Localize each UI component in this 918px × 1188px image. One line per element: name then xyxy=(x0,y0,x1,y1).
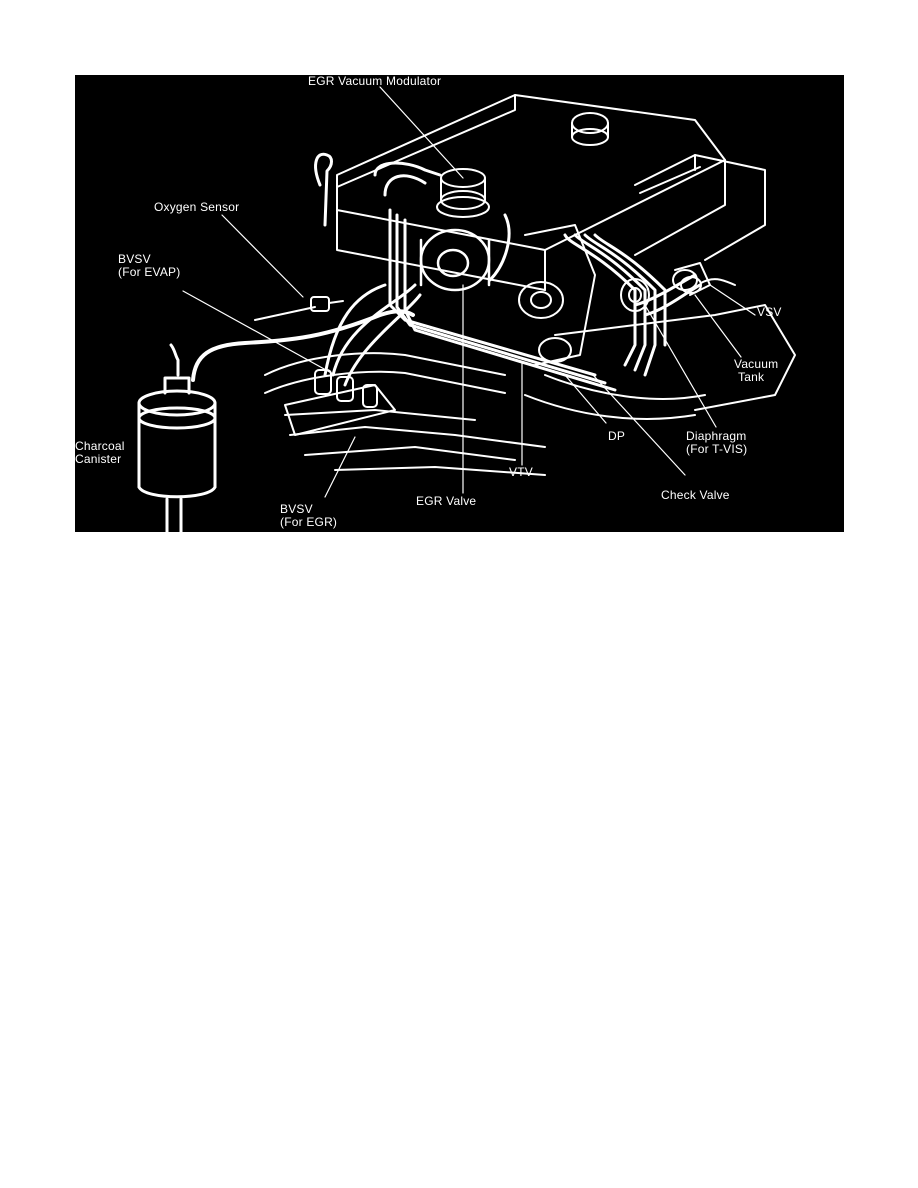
oil-cap xyxy=(571,112,609,146)
label-charcoal-canister: Charcoal Canister xyxy=(75,439,125,466)
oxygen-sensor xyxy=(254,296,344,321)
label-bvsv-evap: BVSV (For EVAP) xyxy=(118,252,181,279)
vacuum-tank xyxy=(680,276,736,294)
label-diaphragm: Diaphragm (For T-VIS) xyxy=(686,429,748,456)
intake-manifold xyxy=(264,352,546,476)
breather-hook xyxy=(314,152,333,227)
engine-vacuum-diagram: EGR Vacuum Modulator Oxygen Sensor BVSV … xyxy=(75,75,844,532)
right-valve-cover xyxy=(634,154,766,261)
label-egr-valve: EGR Valve xyxy=(416,494,477,508)
exhaust-manifold xyxy=(524,304,796,420)
cam-cover xyxy=(336,94,726,291)
label-dp: DP xyxy=(608,429,626,443)
label-vacuum-tank: Vacuum Tank xyxy=(734,357,779,384)
label-vsv: VSV xyxy=(757,305,782,319)
bvsv-components xyxy=(284,369,396,436)
canister-hose-2 xyxy=(169,343,180,377)
label-vtv: VTV xyxy=(509,465,533,479)
diaphragm xyxy=(620,278,650,312)
leader-lines xyxy=(182,86,756,498)
label-oxygen-sensor: Oxygen Sensor xyxy=(154,200,240,214)
egr-vacuum-modulator xyxy=(436,168,490,218)
egr-valve xyxy=(419,228,491,292)
label-egr-vacuum-modulator: EGR Vacuum Modulator xyxy=(308,75,442,88)
charcoal-canister xyxy=(137,376,217,532)
canister-hose xyxy=(191,309,415,382)
vacuum-hoses xyxy=(373,161,702,392)
engine-illustration xyxy=(137,86,796,532)
throttle-body xyxy=(518,224,596,366)
label-check-valve: Check Valve xyxy=(661,488,730,502)
label-bvsv-egr: BVSV (For EGR) xyxy=(280,502,338,529)
